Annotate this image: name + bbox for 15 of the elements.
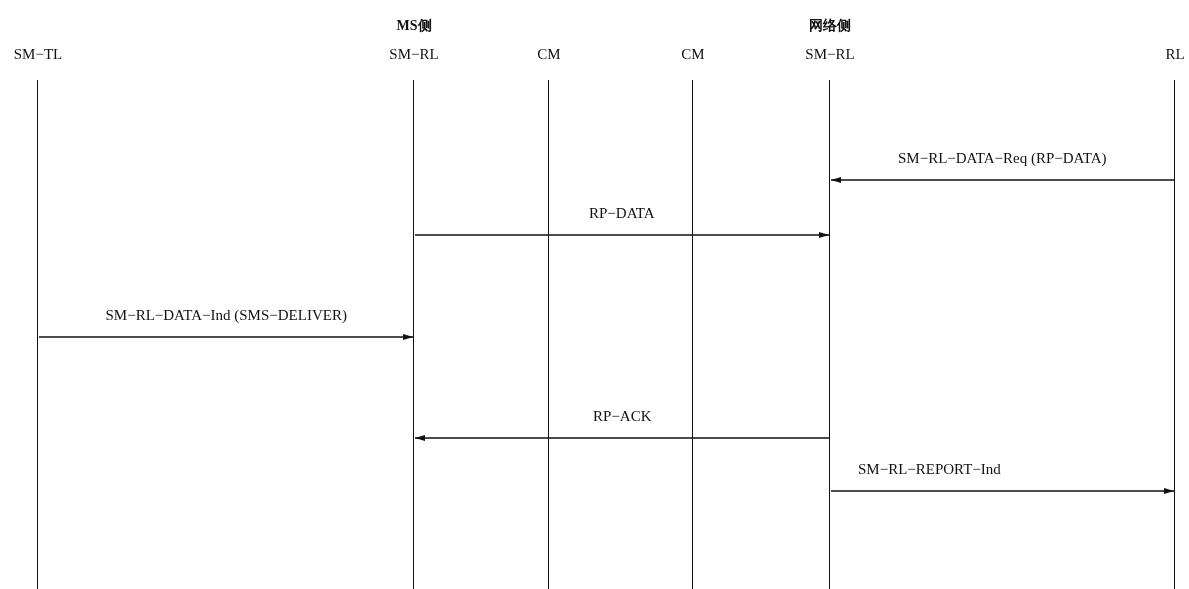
lifeline-name: SM−RL [388,46,440,63]
message-arrow [38,334,414,340]
message-label: SM−RL−DATA−Ind (SMS−DELIVER) [103,307,349,324]
group-heading: 网络侧 [809,17,851,35]
lifeline-name: SM−TL [12,46,64,63]
lifeline-name: CM [536,46,562,63]
lifeline-name: RL [1164,46,1186,63]
lifeline-name: CM [680,46,706,63]
group-heading: MS侧 [396,17,432,35]
message-arrow [830,177,1175,183]
lifeline-name: SM−RL [804,46,856,63]
message-arrow [414,435,830,441]
message-arrow [830,488,1175,494]
message-arrow [414,232,830,238]
message-label: SM−RL−DATA−Req (RP−DATA) [896,150,1109,167]
